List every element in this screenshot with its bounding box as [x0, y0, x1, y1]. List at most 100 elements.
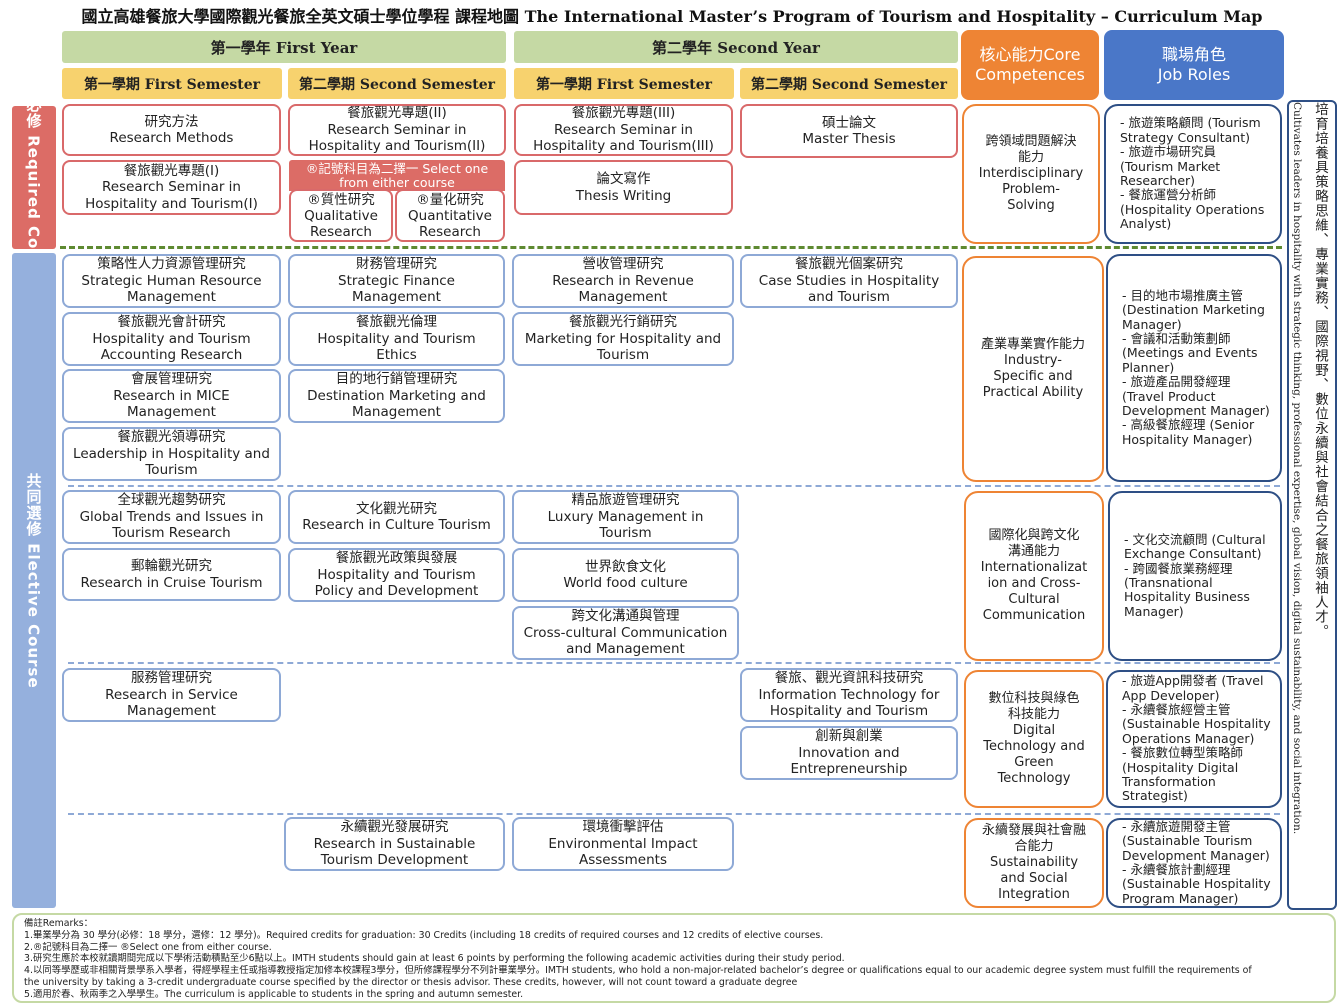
course-zh: 研究方法 — [144, 113, 199, 130]
required-course-label: 共同必修 Required Course — [24, 64, 43, 291]
course-leadership: 餐旅觀光領導研究 Leadership in Hospitality and T… — [62, 427, 281, 481]
job-roles-group-3: - 文化交流顧問 (Cultural Exchange Consultant) … — [1108, 491, 1282, 661]
course-zh: 餐旅、觀光資訊科技研究 — [774, 670, 924, 687]
second-year-header: 第二學年 Second Year — [514, 31, 958, 63]
course-en: Hospitality and Tourism Accounting Resea… — [92, 330, 251, 364]
core-competences-en: Competences — [975, 65, 1085, 84]
competence-zh: 數位科技與綠色 科技能力 — [988, 691, 1080, 722]
first-year-header: 第一學年 First Year — [62, 31, 506, 63]
course-en: Thesis Writing — [575, 187, 672, 204]
course-cross-cultural: 跨文化溝通與管理 Cross-cultural Communication an… — [512, 606, 739, 660]
course-en: Research Seminar in Hospitality and Tour… — [85, 179, 258, 212]
job-roles-group-1: - 旅遊策略顧問 (Tourism Strategy Consultant) -… — [1104, 104, 1282, 244]
course-zh: 餐旅觀光個案研究 — [795, 256, 903, 273]
course-zh: 會展管理研究 — [131, 371, 212, 388]
course-zh: 跨文化溝通與管理 — [571, 608, 680, 625]
competence-en: Internationalizat ion and Cross- Cultura… — [980, 560, 1088, 623]
course-zh: ®量化研究 — [416, 191, 484, 208]
course-luxury-management: 精品旅遊管理研究 Luxury Management in Tourism — [512, 490, 739, 544]
course-seminar-1: 餐旅觀光專題(I) Research Seminar in Hospitalit… — [62, 160, 281, 215]
course-accounting: 餐旅觀光會計研究 Hospitality and Tourism Account… — [62, 312, 281, 366]
course-culture-tourism: 文化觀光研究 Research in Culture Tourism — [288, 490, 505, 544]
course-zh: 餐旅觀光會計研究 — [117, 314, 226, 331]
course-zh: 策略性人力資源管理研究 — [97, 256, 246, 273]
group-divider-1 — [68, 485, 1280, 487]
course-global-trends: 全球觀光趨勢研究 Global Trends and Issues in Tou… — [62, 490, 281, 544]
competence-sustainability: 永續發展與社會融 合能力 Sustainability and Social I… — [964, 818, 1104, 908]
core-competences-header: 核心能力Core Competences — [961, 30, 1099, 100]
remark-line: 3.研究生應於本校就讀期間完成以下學術活動積點至少6點以上。IMTH stude… — [24, 953, 845, 965]
course-quantitative-research: ®量化研究 Quantitative Research — [395, 189, 505, 242]
remarks-heading: 備註Remarks： — [24, 918, 94, 929]
competence-zh: 永續發展與社會融 合能力 — [981, 823, 1086, 854]
course-zh: 文化觀光研究 — [356, 500, 437, 517]
course-en: Cross-cultural Communication and Managem… — [523, 624, 728, 658]
job-roles-group-4: - 旅遊App開發者 (Travel App Developer) - 永續餐旅… — [1106, 670, 1282, 808]
course-ethics: 餐旅觀光倫理 Hospitality and Tourism Ethics — [288, 312, 505, 366]
course-zh: 營收管理研究 — [582, 256, 664, 273]
course-en: Research Methods — [109, 130, 234, 146]
course-zh: 餐旅觀光倫理 — [356, 314, 437, 331]
course-en: Environmental Impact Assessments — [548, 835, 698, 869]
course-environmental-impact: 環境衝擊評估 Environmental Impact Assessments — [512, 817, 734, 871]
remark-line: 1.畢業學分為 30 學分(必修：18 學分，選修：12 學分)。Require… — [24, 929, 824, 941]
course-zh: 世界飲食文化 — [585, 558, 666, 575]
core-competences-zh: 核心能力Core — [979, 45, 1081, 64]
course-en: Global Trends and Issues in Tourism Rese… — [79, 508, 264, 542]
select-one-label: ®記號科目為二擇一 Select one from either course — [289, 160, 505, 191]
course-zh: 餐旅觀光行銷研究 — [569, 314, 677, 331]
course-zh: 財務管理研究 — [356, 256, 437, 273]
course-revenue-management: 營收管理研究 Research in Revenue Management — [512, 254, 734, 308]
course-en: Strategic Human Resource Management — [81, 272, 262, 306]
job-roles-header: 職場角色 Job Roles — [1104, 30, 1284, 100]
competence-zh: 產業專業實作能力 — [980, 337, 1085, 352]
course-zh: 環境衝擊評估 — [582, 819, 664, 836]
course-research-methods: 研究方法 Research Methods — [62, 104, 281, 156]
course-en: Research in Culture Tourism — [302, 517, 491, 533]
competence-zh: 跨領域問題解決 能力 — [985, 134, 1077, 165]
course-zh: 目的地行銷管理研究 — [335, 371, 458, 388]
competence-en: Industry- Specific and Practical Ability — [982, 353, 1084, 400]
course-marketing: 餐旅觀光行銷研究 Marketing for Hospitality and T… — [512, 312, 734, 366]
course-thesis-writing: 論文寫作 Thesis Writing — [514, 160, 733, 215]
course-sustainable-tourism: 永續觀光發展研究 Research in Sustainable Tourism… — [284, 817, 505, 871]
required-course-band: 共同必修 Required Course — [12, 65, 56, 290]
course-seminar-3: 餐旅觀光專題(III) Research Seminar in Hospital… — [514, 104, 733, 156]
course-zh: 餐旅觀光領導研究 — [117, 429, 226, 446]
job-roles-zh: 職場角色 — [1161, 45, 1226, 64]
required-elective-divider — [60, 246, 1282, 249]
course-en: Innovation and Entrepreneurship — [790, 744, 908, 778]
course-en: Research in Sustainable Tourism Developm… — [313, 835, 476, 869]
competence-digital-green: 數位科技與綠色 科技能力 Digital Technology and Gree… — [964, 670, 1104, 808]
elective-course-label: 共同選修 Elective Course — [24, 472, 43, 689]
course-zh: 創新與創業 — [815, 728, 883, 745]
remark-line: 4.以同等學歷或非相關背景學系入學者，得經學程主任或指導教授指定加修本校課程3學… — [24, 965, 1252, 977]
course-strategic-hrm: 策略性人力資源管理研究 Strategic Human Resource Man… — [62, 254, 281, 308]
select-one-note: ®記號科目為二擇一 Select one from either course — [289, 160, 505, 191]
y2-first-semester-header: 第一學期 First Semester — [514, 68, 734, 99]
competence-zh: 國際化與跨文化 溝通能力 — [988, 528, 1080, 559]
competence-en: Sustainability and Social Integration — [989, 855, 1079, 902]
group-divider-2 — [68, 662, 1280, 664]
course-cruise-tourism: 郵輪觀光研究 Research in Cruise Tourism — [62, 548, 281, 601]
course-zh: 郵輪觀光研究 — [131, 558, 212, 574]
vision-en: Cultivates leaders in hospitality with s… — [1291, 102, 1303, 835]
course-en: Strategic Finance Management — [338, 272, 455, 306]
job-roles-group-5: - 永續旅遊開發主管 (Sustainable Tourism Developm… — [1106, 818, 1282, 908]
course-en: Case Studies in Hospitality and Tourism — [758, 272, 940, 306]
competence-en: Digital Technology and Green Technology — [983, 723, 1085, 786]
course-case-studies: 餐旅觀光個案研究 Case Studies in Hospitality and… — [740, 254, 958, 308]
vision-zh: 培育培養具策略思維、專業實務、國際視野、數位永續與社會結合之餐旅領袖人才。 — [1312, 102, 1328, 639]
remarks-box: 備註Remarks： 1.畢業學分為 30 學分(必修：18 學分，選修：12 … — [12, 913, 1336, 1003]
course-en: Master Thesis — [802, 131, 896, 147]
y1-first-semester-header: 第一學期 First Semester — [62, 68, 282, 99]
job-roles-en: Job Roles — [1157, 65, 1231, 84]
course-en: Hospitality and Tourism Policy and Devel… — [314, 566, 479, 600]
competence-cross-cultural: 國際化與跨文化 溝通能力 Internationalizat ion and C… — [964, 491, 1104, 661]
y1-second-semester-header: 第二學期 Second Semester — [288, 68, 506, 99]
course-qualitative-research: ®質性研究 Qualitative Research — [289, 189, 393, 242]
course-zh: 全球觀光趨勢研究 — [117, 492, 226, 509]
competence-practical-ability: 產業專業實作能力 Industry- Specific and Practica… — [962, 256, 1104, 482]
course-zh: 餐旅觀光專題(III) — [571, 105, 676, 122]
course-en: World food culture — [563, 575, 688, 591]
